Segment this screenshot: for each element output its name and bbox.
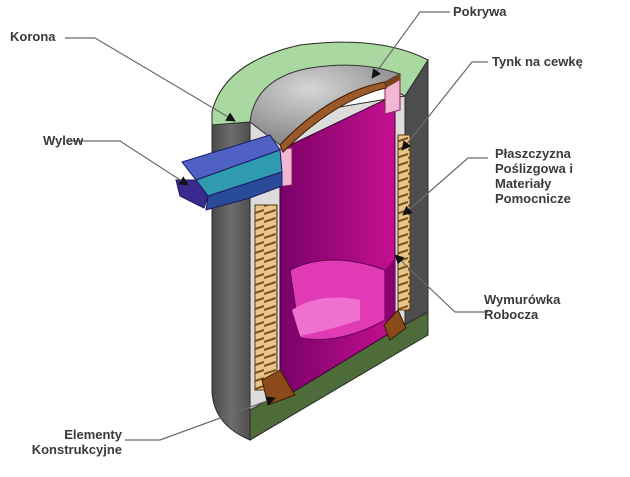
leader-lines [65,11,488,441]
leader-elementy [125,396,276,441]
leader-wylew [66,140,189,186]
furnace-lid [249,64,402,153]
leader-pokrywa [371,11,450,79]
construction-element-right [383,309,407,341]
coil-left [254,204,278,391]
label-tynk: Tynk na cewkę [492,54,583,69]
leader-plaszczyzna [402,157,488,216]
label-pokrywa: Pokrywa [453,4,507,19]
coil-right [397,134,411,311]
label-wymurowka: Wymurówka Robocza [484,292,561,322]
spout [175,134,283,211]
leader-tynk [401,61,488,151]
leader-wymurowka [394,254,488,313]
label-elementy: Elementy Konstrukcyjne [31,427,122,457]
label-plaszczyzna: Płaszczyzna Poślizgowa i Materiały Pomoc… [495,146,574,206]
label-korona: Korona [10,29,56,44]
label-wylew: Wylew [43,133,84,148]
leader-korona [65,37,236,122]
